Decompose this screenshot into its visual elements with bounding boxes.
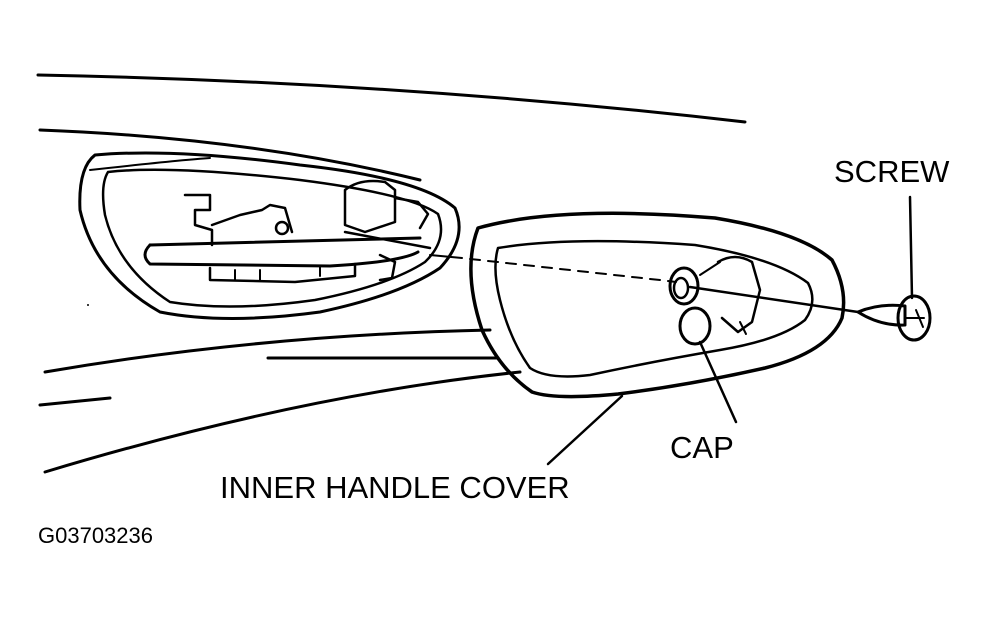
- cap: [678, 306, 712, 346]
- cover-leader-line: [546, 394, 624, 466]
- alignment-dashed-line: [429, 254, 677, 283]
- screw-axis-line: [688, 285, 860, 314]
- screw: [856, 294, 932, 342]
- screw-label: SCREW: [834, 154, 950, 189]
- figure-code: G03703236: [38, 523, 153, 548]
- screw-hole: [668, 266, 700, 306]
- speck: [87, 304, 89, 306]
- cap-label: CAP: [670, 430, 734, 465]
- handle-recess: [78, 151, 461, 320]
- inner-handle-cover: [469, 211, 846, 399]
- screw-leader-line: [908, 195, 914, 300]
- alignment-solid-line: [343, 230, 432, 250]
- handle-lever: [143, 179, 430, 284]
- cap-leader-line: [698, 340, 738, 424]
- door-panel-lines: [36, 73, 747, 474]
- inner-handle-cover-label: INNER HANDLE COVER: [220, 470, 570, 505]
